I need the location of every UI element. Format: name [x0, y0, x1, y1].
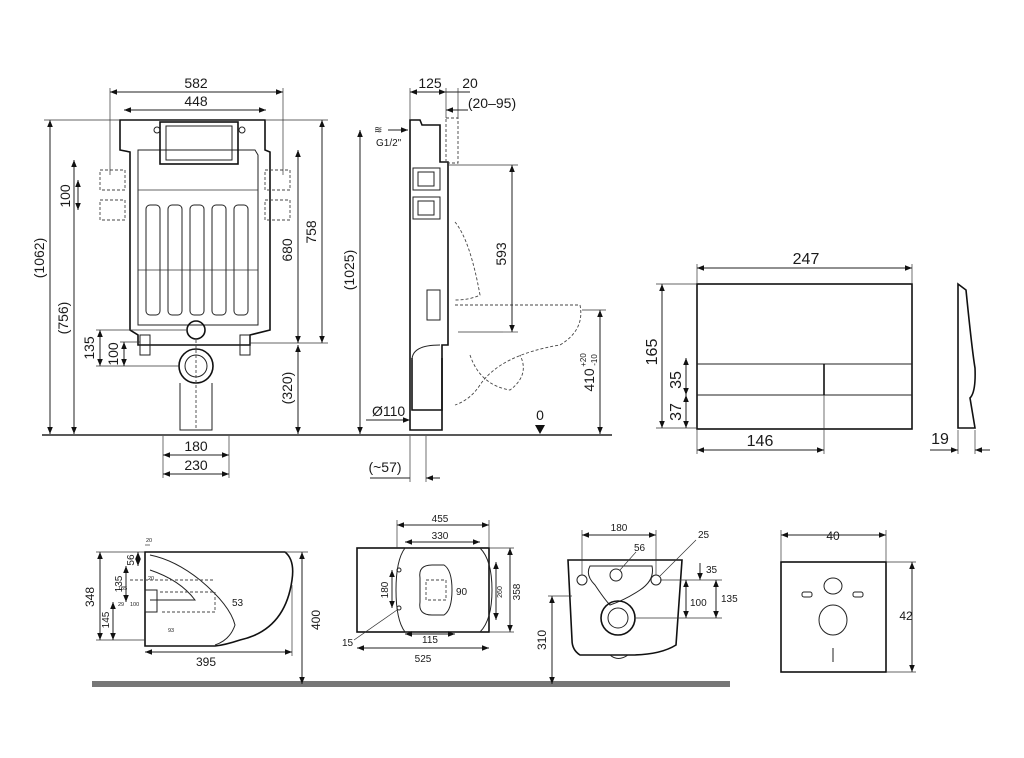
pad-outline — [780, 561, 887, 673]
dim-758: 758 — [303, 220, 319, 244]
dim-100-back: 100 — [690, 598, 707, 609]
dim-100-anchor: 100 — [57, 184, 73, 208]
dim-19: 19 — [931, 431, 949, 448]
dim-395: 395 — [196, 655, 216, 669]
dim-410-tol-minus: -10 — [590, 354, 599, 366]
dim-diameter-110: Ø110 — [372, 403, 405, 419]
dim-348: 348 — [83, 587, 97, 607]
dim-125: 125 — [418, 75, 442, 91]
dim-42: 42 — [899, 609, 913, 623]
water-wave-icon: ≋ — [374, 125, 382, 136]
flush-plate-outline — [696, 283, 913, 430]
frame-body — [99, 119, 291, 431]
dim-20-95: (20–95) — [468, 95, 516, 111]
dim-165: 165 — [644, 339, 661, 366]
dim-100-outlet: 100 — [105, 342, 121, 366]
dim-40: 40 — [826, 529, 840, 543]
dim-320: (320) — [279, 372, 295, 405]
dim-180-top: 180 — [380, 581, 391, 598]
bowl-top-dimensions: 455 330 180 90 260 358 115 525 15 — [342, 514, 523, 665]
side-dimensions: 125 20 (20–95) ≋ G1/2" (1025) 593 410 +2… — [341, 75, 606, 482]
dim-582: 582 — [184, 75, 208, 91]
dim-247: 247 — [793, 251, 820, 268]
dim-20: 20 — [462, 75, 478, 91]
tiny-label-93: 93 — [168, 628, 174, 634]
dim-180-back: 180 — [611, 523, 628, 534]
dim-756: (756) — [55, 302, 71, 335]
dim-400: 400 — [309, 610, 323, 630]
dim-57: (~57) — [368, 459, 401, 475]
dim-410: 410 — [581, 368, 597, 392]
tiny-label-29: 29 — [118, 602, 124, 608]
dim-90: 90 — [456, 587, 468, 598]
dim-56-side: 56 — [126, 554, 137, 566]
dim-310: 310 — [535, 630, 549, 650]
tiny-label-100: 100 — [130, 602, 139, 608]
dim-410-tol-plus: +20 — [579, 353, 588, 367]
pad-dimensions: 40 42 — [780, 529, 916, 673]
bowl-side-dimensions: 348 145 135 56 20 53 395 400 29 20 100 9… — [83, 538, 323, 684]
bowl-top-view: 455 330 180 90 260 358 115 525 15 — [342, 514, 523, 665]
bowl-side-outline — [144, 551, 294, 647]
dim-260: 260 — [497, 586, 504, 598]
dim-358: 358 — [512, 583, 523, 600]
dim-53: 53 — [232, 598, 244, 609]
dim-15: 15 — [342, 638, 354, 649]
flush-plate-profile — [957, 282, 976, 429]
dim-455: 455 — [432, 514, 449, 525]
dim-330: 330 — [432, 531, 449, 542]
dim-37: 37 — [668, 403, 685, 421]
dim-1025: (1025) — [341, 250, 357, 290]
flush-plate: 247 165 35 37 146 19 — [644, 251, 990, 454]
dim-115: 115 — [422, 635, 438, 646]
dim-135: 135 — [81, 336, 97, 360]
frame-side — [409, 117, 582, 431]
front-view: 582 448 (1062) (756) 100 758 680 (320) 1… — [31, 75, 612, 478]
dim-593: 593 — [493, 242, 509, 266]
flush-dimensions: 247 165 35 37 146 19 — [644, 251, 990, 454]
dim-525: 525 — [415, 654, 432, 665]
dim-35: 35 — [668, 371, 685, 389]
zero-level-label: 0 — [536, 407, 544, 423]
bowl-back-outline — [567, 559, 683, 656]
dim-25: 25 — [698, 530, 710, 541]
inlet-label: G1/2" — [376, 138, 402, 149]
bowl-back-dimensions: 180 56 25 35 100 135 310 — [535, 523, 738, 684]
dim-20-side: 20 — [146, 538, 152, 544]
soundproof-pad: 40 42 — [780, 529, 916, 673]
dim-448: 448 — [184, 93, 208, 109]
dim-35-back: 35 — [706, 565, 718, 576]
side-view: 125 20 (20–95) ≋ G1/2" (1025) 593 410 +2… — [341, 75, 606, 482]
tiny-label-20: 20 — [148, 576, 154, 582]
bowl-top-outline — [356, 547, 490, 633]
dim-180: 180 — [184, 438, 208, 454]
dim-680: 680 — [279, 238, 295, 262]
bowl-side-view: 348 145 135 56 20 53 395 400 29 20 100 9… — [83, 538, 323, 684]
dim-135-back: 135 — [721, 594, 738, 605]
dim-145: 145 — [101, 611, 112, 628]
bowl-back-view: 180 56 25 35 100 135 310 — [535, 523, 738, 684]
dim-230: 230 — [184, 457, 208, 473]
dim-135-side: 135 — [114, 575, 125, 592]
front-dimensions: 582 448 (1062) (756) 100 758 680 (320) 1… — [31, 75, 328, 478]
zero-level-icon — [535, 425, 545, 434]
dim-146: 146 — [747, 433, 774, 450]
dim-56-back: 56 — [634, 543, 646, 554]
dim-1062: (1062) — [31, 238, 47, 278]
tiny-label-135: 135 — [118, 586, 127, 592]
